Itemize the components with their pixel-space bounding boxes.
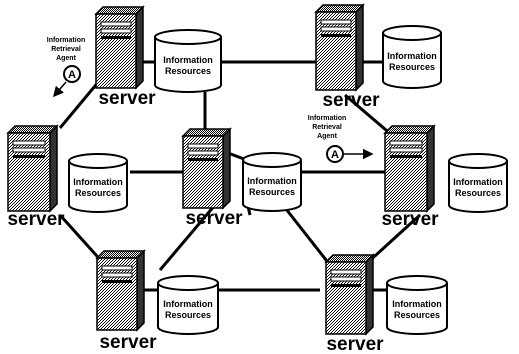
server: server bbox=[381, 124, 439, 230]
agent-label-line2: Retrieval bbox=[312, 124, 342, 131]
agent-label-line1: Information bbox=[47, 37, 86, 44]
resources-label-line2: Resources bbox=[389, 62, 435, 72]
resources-label-line2: Resources bbox=[455, 188, 501, 198]
agents-group: InformationRetrievalAgentAInformationRet… bbox=[47, 37, 374, 163]
server-label: server bbox=[322, 90, 380, 111]
agent-label-line3: Agent bbox=[317, 133, 338, 140]
server-label: server bbox=[381, 209, 439, 230]
resources-label-line1: Information bbox=[247, 176, 297, 186]
servers-group: server server server server server server serv… bbox=[6, 3, 439, 354]
server-label: server bbox=[99, 332, 157, 353]
server-label: server bbox=[185, 208, 243, 229]
resources-label-line2: Resources bbox=[75, 188, 121, 198]
agent-label-line3: Agent bbox=[56, 55, 77, 62]
resources-label-line2: Resources bbox=[165, 310, 211, 320]
resources-label-line1: Information bbox=[163, 299, 213, 309]
agent-badge bbox=[63, 65, 81, 83]
databases-group: InformationResourcesInformationResources… bbox=[68, 25, 508, 335]
resources-label-line2: Resources bbox=[249, 187, 295, 197]
agent-label-line1: Information bbox=[308, 115, 347, 122]
server: server bbox=[314, 3, 380, 111]
network-link bbox=[363, 213, 422, 267]
server: server bbox=[181, 127, 243, 229]
server-label: server bbox=[98, 88, 156, 109]
server: server bbox=[6, 124, 65, 230]
agent-letter: A bbox=[68, 69, 76, 81]
server-label: server bbox=[7, 209, 65, 230]
resources-label-line1: Information bbox=[392, 299, 442, 309]
agent-label-line2: Retrieval bbox=[51, 46, 81, 53]
agent-arrow bbox=[53, 81, 67, 98]
resources-label-line1: Information bbox=[453, 177, 503, 187]
server: server bbox=[324, 253, 384, 354]
agent-badge bbox=[326, 145, 344, 163]
resources-label-line2: Resources bbox=[165, 66, 211, 76]
server: server bbox=[94, 5, 156, 109]
server-label: server bbox=[326, 334, 384, 354]
resources-label-line1: Information bbox=[73, 177, 123, 187]
resources-label-line1: Information bbox=[387, 51, 437, 61]
server: server bbox=[95, 249, 157, 353]
resources-label-line2: Resources bbox=[394, 310, 440, 320]
network-link bbox=[158, 204, 217, 271]
resources-label-line1: Information bbox=[163, 55, 213, 65]
agent-letter: A bbox=[331, 149, 339, 161]
